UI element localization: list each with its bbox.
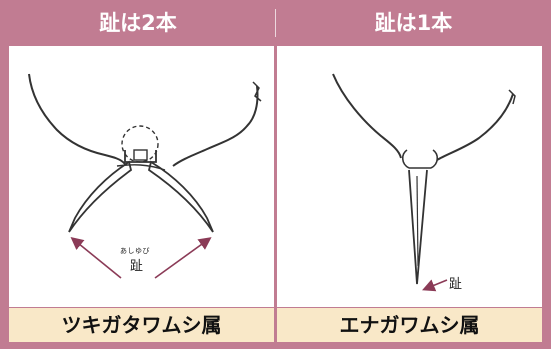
left-header-title: 趾は2本 <box>99 11 177 35</box>
toe-label-right: 趾 <box>449 277 463 292</box>
body-outline-right <box>436 93 514 161</box>
body-outline-left <box>28 73 126 165</box>
right-illustration-panel: 趾 <box>277 46 542 307</box>
toe-arrow-left <box>70 236 122 279</box>
foot-dashed-circle <box>121 125 159 163</box>
left-illustration-panel: あしゆび 趾 <box>9 46 274 307</box>
left-genus-label: ツキガタワムシ属 <box>9 308 274 342</box>
body-outline-left <box>332 73 402 159</box>
right-genus-label: エナガワムシ属 <box>277 308 542 342</box>
right-header-title: 趾は1本 <box>374 11 453 35</box>
right-toe <box>147 160 214 233</box>
two-toe-rotifer-drawing <box>28 73 262 279</box>
one-toe-rotifer-drawing <box>332 73 516 292</box>
header-bar: 趾は2本 趾は1本 <box>0 0 551 46</box>
toe-ruby-label: あしゆび <box>120 247 150 255</box>
toe-arrow-right <box>154 237 212 279</box>
left-toe <box>68 160 133 233</box>
single-toe <box>408 169 428 285</box>
toe-label-left: 趾 <box>130 259 144 274</box>
toe-arrow <box>422 279 448 292</box>
header-divider <box>275 9 276 37</box>
body-outline-right <box>172 85 259 167</box>
